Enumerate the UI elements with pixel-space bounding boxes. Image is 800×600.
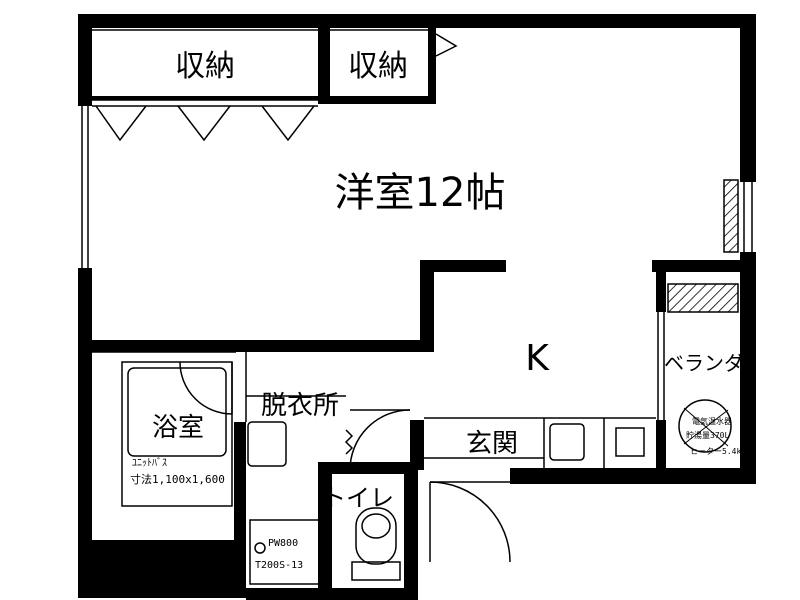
water-heater-line3: ヒーター5.4kw xyxy=(690,447,746,456)
water-heater-line1: 電気温水器 xyxy=(692,416,732,426)
pan-label: PW800 xyxy=(268,538,298,549)
walls xyxy=(78,14,756,600)
entrance-label: 玄関 xyxy=(466,429,518,459)
storage-right-label: 収納 xyxy=(348,49,408,84)
pan-model: T200S-13 xyxy=(255,560,303,571)
toilet-label: トイレ xyxy=(322,484,394,512)
storage-left-label: 収納 xyxy=(175,49,235,84)
bath-label: 浴室 xyxy=(152,413,204,443)
water-heater xyxy=(678,399,732,453)
veranda-label: ベランダ xyxy=(664,351,744,375)
unit-bath-name: ﾕﾆｯﾄﾊﾞｽ xyxy=(132,457,167,469)
hatch-areas xyxy=(667,179,739,313)
western-room-label: 洋室12帖 xyxy=(335,170,506,216)
dressing-room-label: 脱衣所 xyxy=(261,391,339,421)
kitchen-label: K xyxy=(525,338,550,379)
water-heater-line2: 貯湯量370L xyxy=(686,430,729,440)
unit-bath-size: 寸法1,100x1,600 xyxy=(130,472,225,486)
